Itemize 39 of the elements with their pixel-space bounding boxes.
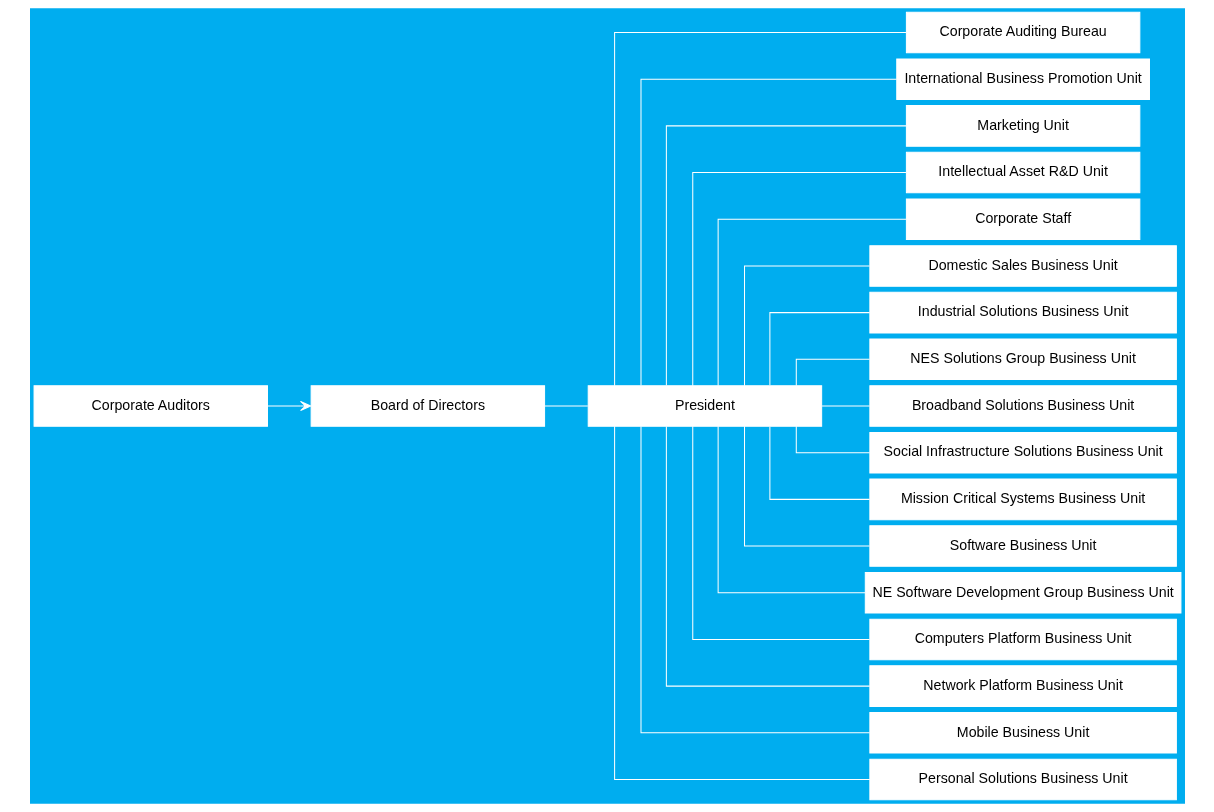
connector [613,32,907,387]
node-box: NES Solutions Group Business Unit [868,338,1177,381]
connector [691,172,907,387]
connector [768,426,870,500]
connector [613,425,870,780]
node-box: Marketing Unit [905,105,1140,147]
connector [743,265,870,387]
node-box: Industrial Solutions Business Unit [868,291,1177,334]
node-box: International Business Promotion Unit [895,58,1150,100]
connector [665,125,907,386]
node-box: Board of Directors [310,385,545,427]
node-box: Computers Platform Business Unit [868,618,1177,661]
connector [640,425,870,734]
node-box: NE Software Development Group Business Unit [864,571,1181,614]
node-box: Personal Solutions Business Unit [868,758,1177,801]
node-box: Corporate Auditing Bureau [905,11,1140,54]
node-box: Broadband Solutions Business Unit [868,385,1177,427]
node-box: Social Infrastructure Solutions Business Unit [868,431,1177,474]
node-box: Corporate Staff [905,198,1140,241]
connector [821,405,870,407]
connector [795,358,870,387]
arrow [266,400,311,412]
node-box: Software Business Unit [868,525,1177,567]
connector [743,425,870,547]
node-box: Corporate Auditors [33,385,268,427]
connector [717,218,907,387]
connector [795,425,870,454]
node-box: Intellectual Asset R&D Unit [905,151,1140,194]
node-box: Domestic Sales Business Unit [868,245,1177,287]
node-box: Mobile Business Unit [868,712,1177,754]
connector [717,425,866,594]
connector [543,405,588,407]
node-box: President [587,385,822,427]
connector [665,426,870,687]
connector [640,78,897,387]
connector [768,312,870,386]
node-box: Network Platform Business Unit [868,665,1177,707]
connector [691,425,870,640]
node-box: Mission Critical Systems Business Unit [868,478,1177,521]
